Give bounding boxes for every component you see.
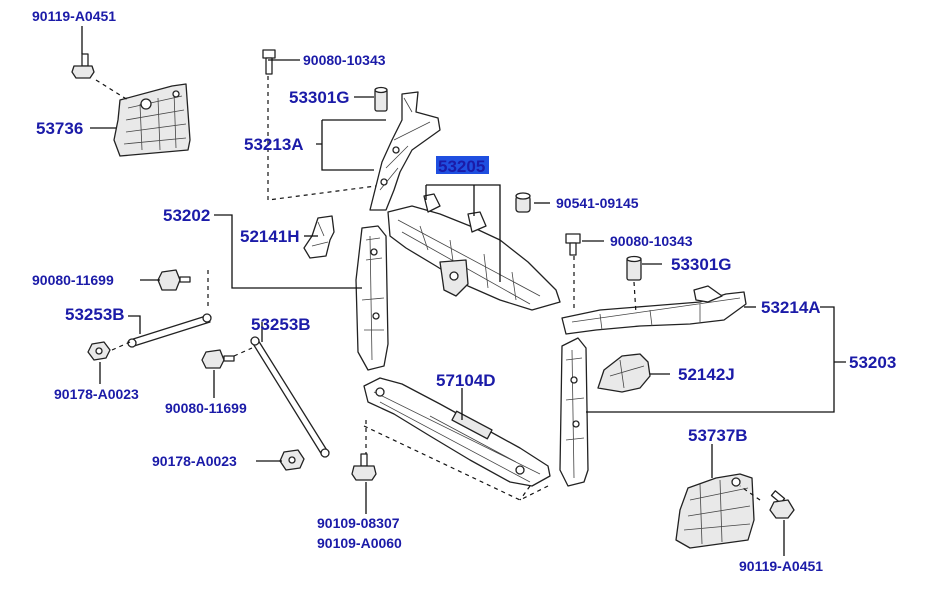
- label-53736: 53736: [36, 119, 83, 138]
- bolt-90080-11699-mid: [201, 349, 235, 369]
- label-90541-09145: 90541-09145: [556, 195, 639, 211]
- label-53253b-mid: 53253B: [251, 315, 311, 334]
- bolt-90080-10343-top: [262, 49, 276, 75]
- support-53214a: [561, 285, 747, 335]
- label-57104d: 57104D: [436, 371, 496, 390]
- cross-member-57104d: [363, 377, 551, 487]
- label-90119-a0451-bottom: 90119-A0451: [739, 558, 823, 574]
- label-53202: 53202: [163, 206, 210, 225]
- dashed-guide-lines: [95, 76, 761, 501]
- side-support-53203-pillar: [559, 337, 589, 487]
- label-90178-a0023-mid: 90178-A0023: [152, 453, 237, 469]
- bolt-90119-a0451-top: [71, 53, 95, 79]
- bolt-90080-10343-right: [565, 233, 581, 256]
- spacer-53301g-right: [626, 255, 642, 281]
- radiator-support-53205: [387, 193, 561, 311]
- spacer-53301g-top: [374, 86, 388, 112]
- nut-90178-a0023-mid: [279, 449, 305, 471]
- label-52141h: 52141H: [240, 227, 300, 246]
- label-90080-10343-top: 90080-10343: [303, 52, 386, 68]
- splash-shield-53736: [113, 83, 191, 157]
- bolt-90109-bottom: [351, 453, 377, 481]
- label-53301g-right: 53301G: [671, 255, 732, 274]
- label-90109-08307: 90109-08307: [317, 515, 400, 531]
- bolt-90080-11699-left: [157, 269, 191, 291]
- label-53205: 53205: [438, 157, 485, 176]
- side-support-53202-pillar: [355, 225, 389, 371]
- highlight-box-53205: [436, 156, 489, 174]
- bolt-90119-a0451-bottom: [769, 490, 795, 519]
- label-53203: 53203: [849, 353, 896, 372]
- splash-shield-53737b: [675, 473, 755, 549]
- nut-90178-a0023-left: [87, 341, 111, 361]
- label-53301g-top: 53301G: [289, 88, 350, 107]
- rod-53253b-mid: [250, 336, 330, 458]
- bracket-52141h: [303, 215, 335, 259]
- label-90119-a0451-top: 90119-A0451: [32, 8, 116, 24]
- stopper-90541-09145: [515, 192, 531, 213]
- label-53253b-left: 53253B: [65, 305, 125, 324]
- support-53213a: [369, 91, 441, 211]
- leader-lines: [81, 26, 846, 556]
- label-52142j: 52142J: [678, 365, 735, 384]
- label-90080-10343-right: 90080-10343: [610, 233, 693, 249]
- label-90178-a0023-left: 90178-A0023: [54, 386, 139, 402]
- bracket-52142j: [597, 353, 651, 393]
- label-90109-a0060: 90109-A0060: [317, 535, 402, 551]
- label-53737b: 53737B: [688, 426, 748, 445]
- label-90080-11699-left: 90080-11699: [32, 272, 114, 288]
- label-53213a: 53213A: [244, 135, 304, 154]
- label-90080-11699-mid: 90080-11699: [165, 400, 247, 416]
- part-labels: 90119-A0451 53736 90080-10343 53301G 532…: [32, 8, 896, 574]
- label-53214a: 53214A: [761, 298, 821, 317]
- rod-53253b-left: [127, 313, 212, 348]
